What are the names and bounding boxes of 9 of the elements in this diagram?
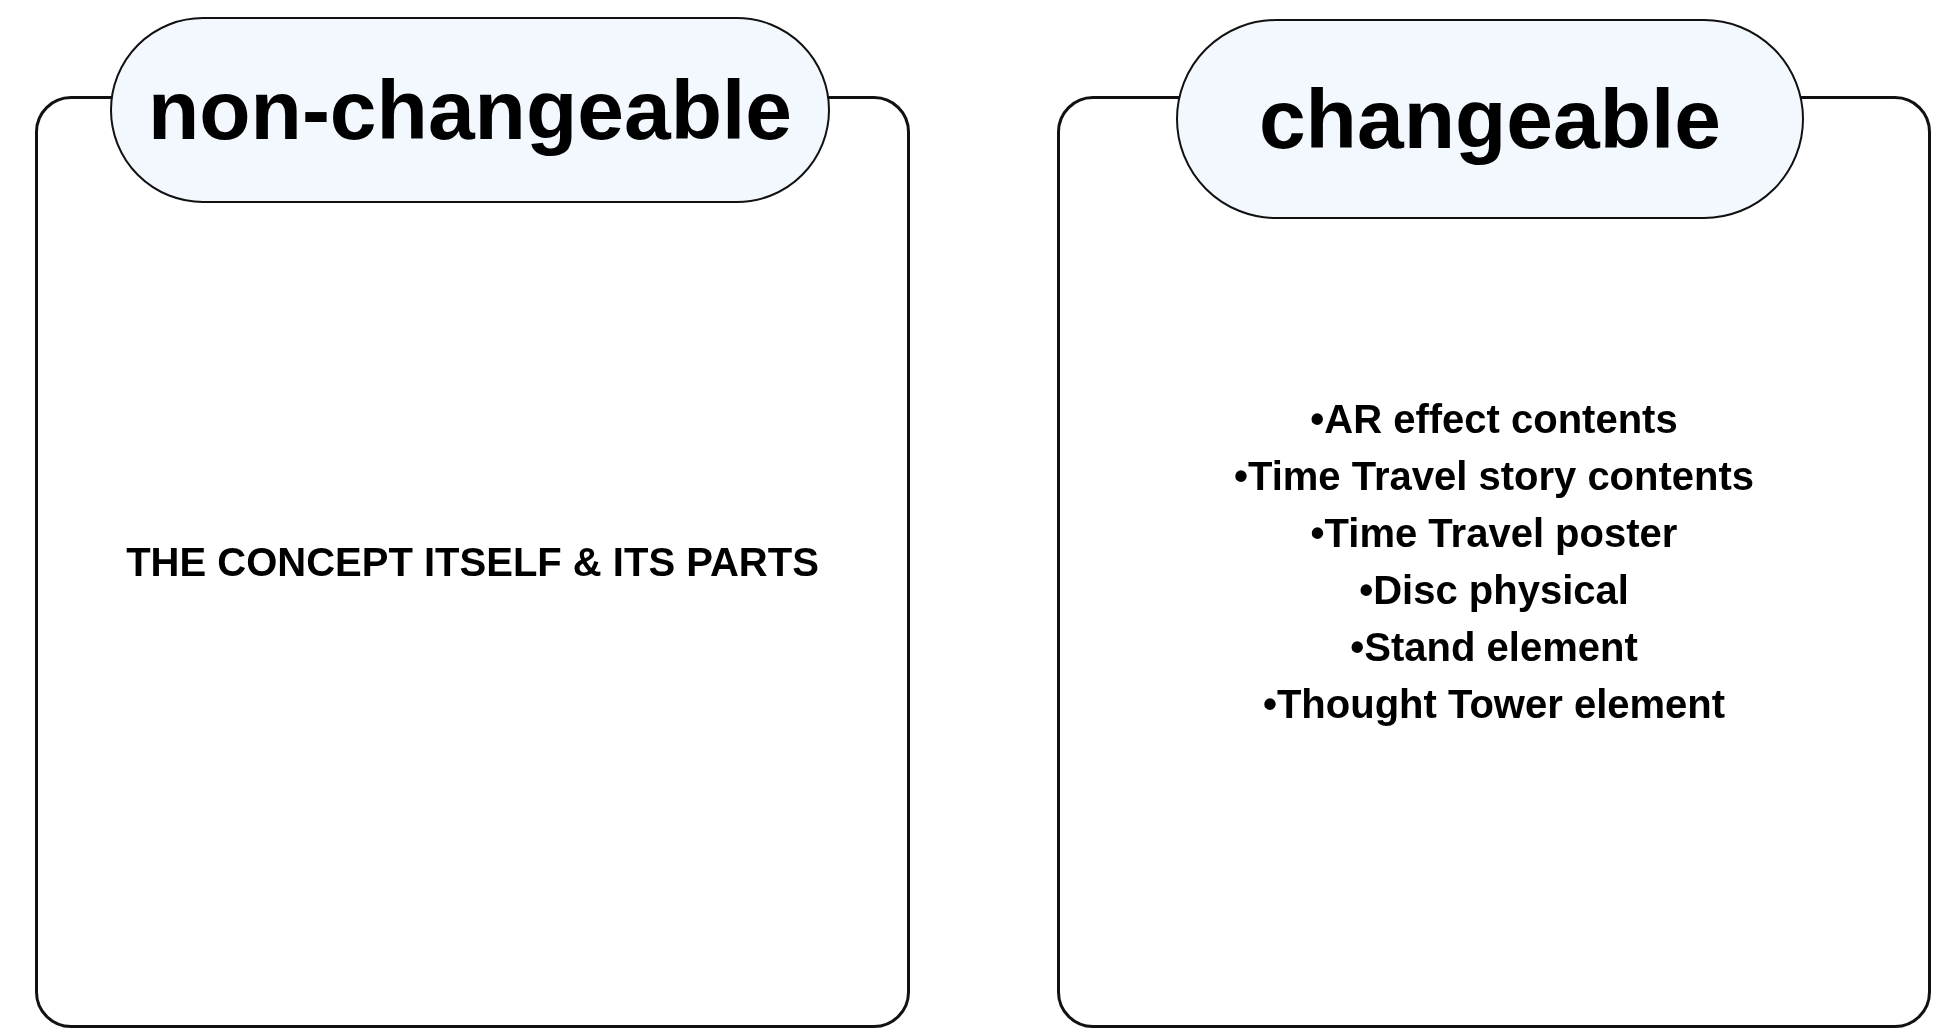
list-item: •Stand element: [1350, 624, 1638, 671]
heading-text: non-changeable: [147, 61, 793, 159]
list-item: •Time Travel story contents: [1233, 453, 1755, 500]
list-item: •AR effect contents: [1310, 396, 1678, 443]
list-item: •Disc physical: [1359, 567, 1629, 614]
list-item: •Time Travel poster: [1310, 510, 1678, 557]
heading-text: changeable: [1258, 70, 1722, 168]
list-item: •Thought Tower element: [1262, 681, 1726, 728]
body-text: THE CONCEPT ITSELF & ITS PARTS: [126, 538, 819, 586]
